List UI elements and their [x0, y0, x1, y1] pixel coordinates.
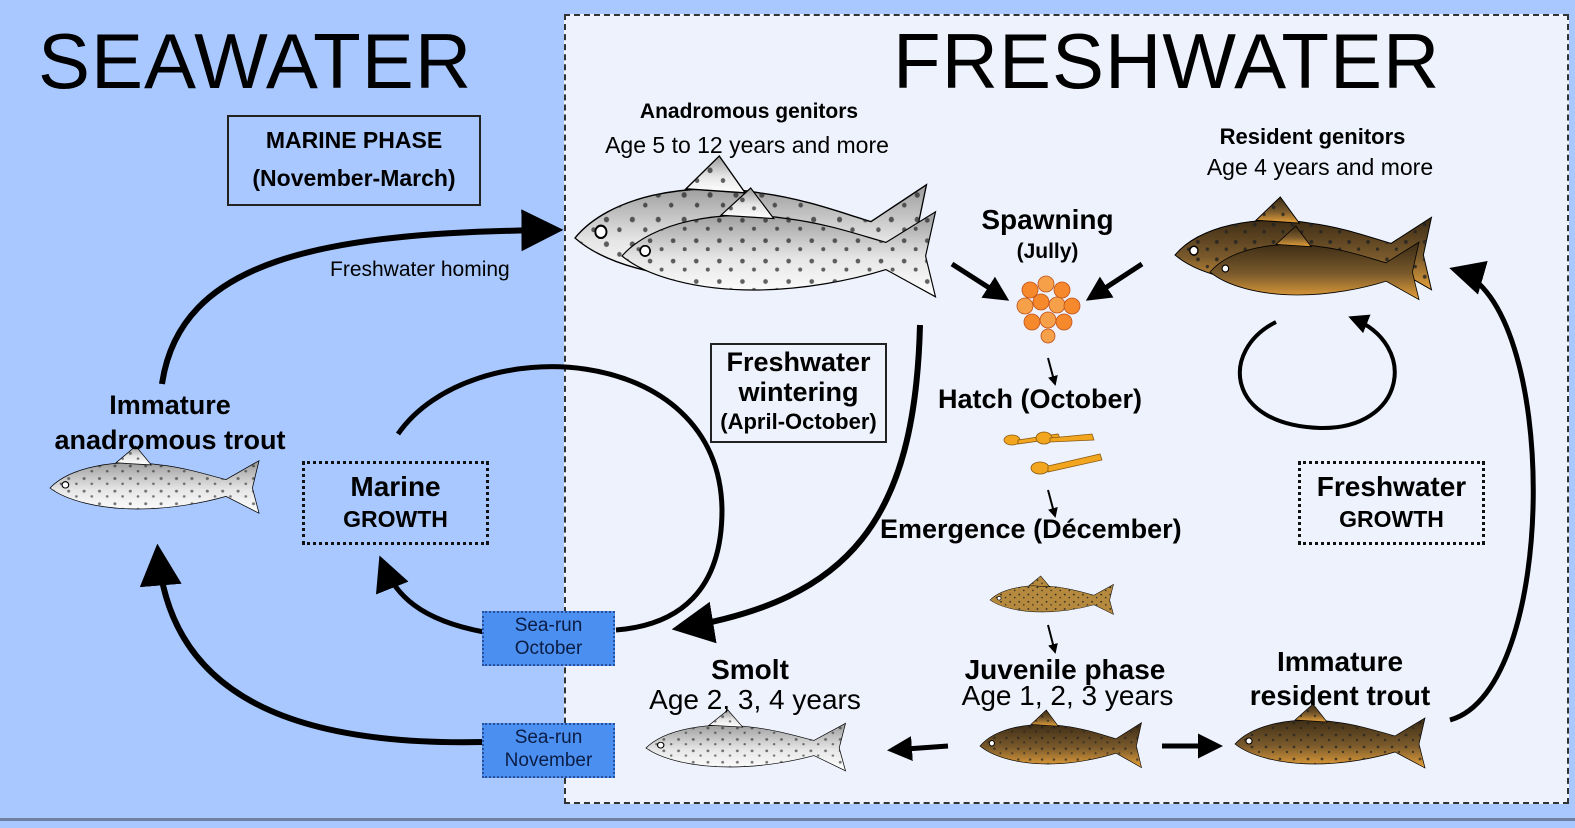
- juvenile-age: Age 1, 2, 3 years: [961, 680, 1174, 711]
- hatch-label: Hatch (October): [938, 384, 1143, 414]
- homing-arrow: [159, 209, 564, 385]
- freshwater-wintering-box: Freshwater wintering (April-October): [710, 343, 887, 443]
- spawning-arrow-left: [950, 261, 1010, 301]
- sea-run-november-arrow: [139, 543, 485, 746]
- smolt-age: Age 2, 3, 4 years: [649, 684, 861, 715]
- spawning-month: (Jully): [1016, 240, 1079, 263]
- resident-return-arrow: [1449, 261, 1536, 723]
- immature-anadromous-label: Immature anadromous trout: [54, 390, 286, 455]
- immature-resident-label: Immature resident trout: [1249, 646, 1431, 711]
- spawning-label: Spawning: [981, 204, 1114, 235]
- homing-label: Freshwater homing: [330, 258, 510, 281]
- resident-genitors-title: Resident genitors: [1219, 124, 1406, 149]
- wintering-arrow: [671, 324, 923, 644]
- spawning-arrow-right: [1085, 261, 1144, 301]
- resident-loop: [1237, 314, 1397, 431]
- bottom-border: [0, 818, 1575, 821]
- marine-phase-box: MARINE PHASE (November-March): [227, 115, 481, 206]
- resident-genitors-age: Age 4 years and more: [1206, 154, 1434, 180]
- seawater-title: SEAWATER: [38, 17, 473, 105]
- larvae-icon: [1003, 431, 1103, 475]
- egg-cluster-icon: [1016, 275, 1081, 344]
- freshwater-title: FRESHWATER: [893, 17, 1441, 105]
- emergence-label: Emergence (Décember): [880, 514, 1182, 544]
- sea-run-november-tag: Sea-run November: [482, 723, 615, 778]
- juvenile-title: Juvenile phase: [964, 654, 1166, 685]
- freshwater-zone: [564, 14, 1569, 804]
- marine-loop-arrow: [375, 555, 485, 635]
- sea-run-october-tag: Sea-run October: [482, 611, 615, 666]
- anadromous-genitors-title: Anadromous genitors: [639, 100, 859, 123]
- freshwater-growth-box: Freshwater GROWTH: [1298, 461, 1485, 545]
- smolt-title: Smolt: [711, 654, 789, 685]
- anadromous-genitors-age: Age 5 to 12 years and more: [605, 132, 889, 158]
- marine-growth-box: Marine GROWTH: [302, 461, 489, 545]
